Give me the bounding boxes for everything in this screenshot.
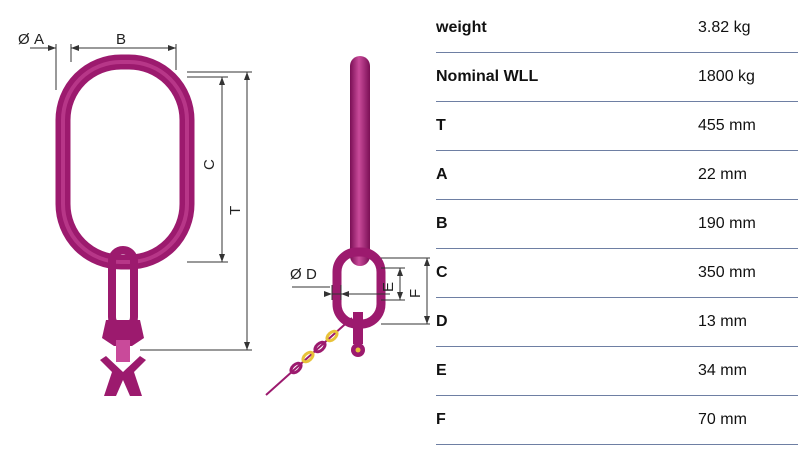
spec-value: 13 mm (698, 313, 747, 330)
coupling-pin-front (116, 340, 130, 362)
diameter-symbol-a: Ø (18, 31, 30, 48)
shackle-side (353, 312, 363, 344)
spec-row-nominal-wll: Nominal WLL 1800 kg (436, 53, 798, 102)
spec-label: C (436, 264, 448, 281)
spec-value: 3.82 kg (698, 19, 751, 36)
spec-row-a: A 22 mm (436, 151, 798, 200)
spec-value: 1800 kg (698, 68, 755, 85)
spec-label: Nominal WLL (436, 68, 539, 85)
spec-label: weight (436, 19, 487, 36)
spec-value: 350 mm (698, 264, 756, 281)
spec-label: A (436, 166, 448, 183)
dim-label-c: C (201, 159, 218, 170)
dim-label-b: B (116, 31, 126, 48)
spec-value: 34 mm (698, 362, 747, 379)
grab-hook-front (100, 356, 146, 396)
chain-strand (265, 317, 353, 396)
chain-links (289, 329, 339, 375)
spec-value: 190 mm (698, 215, 756, 232)
dim-label-t: T (227, 206, 244, 215)
spec-table: weight 3.82 kg Nominal WLL 1800 kg T 455… (436, 4, 798, 445)
spec-label: T (436, 117, 446, 134)
spec-row-e: E 34 mm (436, 347, 798, 396)
dim-label-f: F (407, 289, 424, 298)
master-link-front-highlight (61, 60, 189, 264)
spec-row-b: B 190 mm (436, 200, 798, 249)
diameter-symbol-d: Ø (290, 266, 302, 283)
spec-value: 455 mm (698, 117, 756, 134)
dim-label-e: E (380, 282, 397, 292)
spec-value: 22 mm (698, 166, 747, 183)
spec-label: F (436, 411, 446, 428)
spec-label: B (436, 215, 448, 232)
coupling-front (102, 320, 144, 346)
spec-row-c: C 350 mm (436, 249, 798, 298)
dim-label-d: D (306, 266, 317, 283)
spec-row-d: D 13 mm (436, 298, 798, 347)
spec-row-f: F 70 mm (436, 396, 798, 445)
master-link-side (350, 56, 370, 266)
dim-label-a: A (34, 31, 44, 48)
spec-row-weight: weight 3.82 kg (436, 4, 798, 53)
spec-label: D (436, 313, 448, 330)
master-link-drawing: Ø A B C T Ø D E (18, 31, 430, 396)
spec-row-t: T 455 mm (436, 102, 798, 151)
spec-label: E (436, 362, 447, 379)
master-link-front (55, 54, 195, 270)
spec-value: 70 mm (698, 411, 747, 428)
